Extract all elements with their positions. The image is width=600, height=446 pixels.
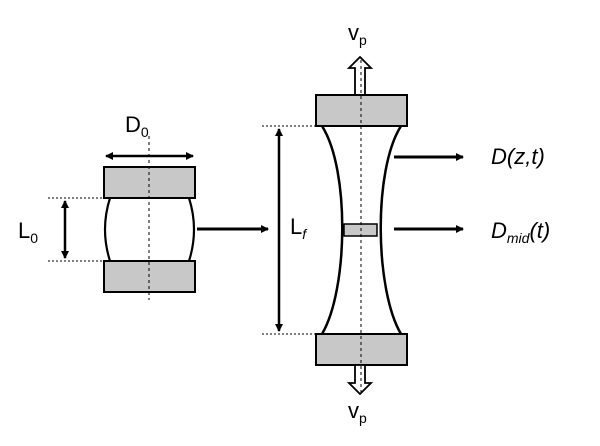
bottom-velocity-arrow [346, 364, 374, 396]
vp-bottom-label: vp [348, 398, 367, 426]
initial-fluid-right-edge [187, 197, 196, 262]
vp-top-label: vp [348, 20, 367, 48]
initial-specimen [48, 136, 196, 300]
filament-left-edge [320, 125, 344, 335]
initial-fluid-left-edge [103, 197, 112, 262]
l0-label: L0 [18, 218, 38, 246]
d0-label: D0 [125, 112, 149, 140]
dzt-label: D(z,t) [491, 144, 545, 169]
lf-label: Lf [290, 214, 308, 242]
filament-right-edge [379, 125, 403, 335]
top-velocity-arrow [346, 55, 374, 96]
initial-top-plate [103, 166, 196, 199]
dmid-label: Dmid(t) [491, 218, 550, 246]
stretched-specimen [262, 55, 464, 396]
